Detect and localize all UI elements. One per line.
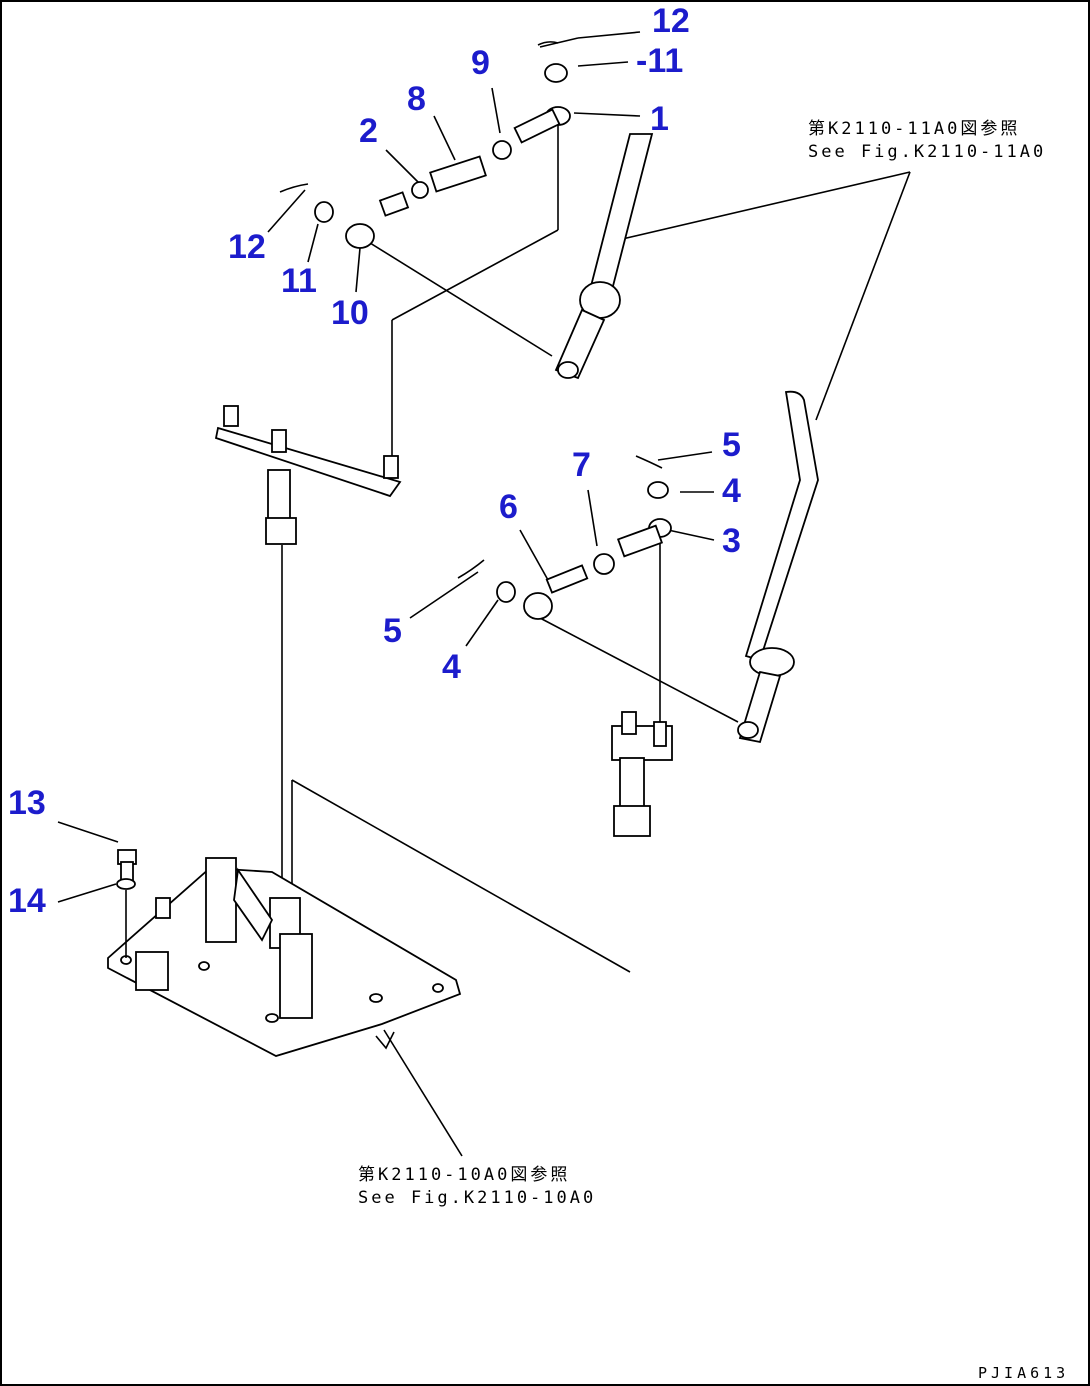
callout-4-left: 4 <box>442 648 461 686</box>
reference-upper-en: See Fig.K2110-11A0 <box>808 141 1047 162</box>
callout-5-left: 5 <box>383 612 402 650</box>
reference-upper-jp: 第K2110-11A0図参照 <box>808 119 1021 139</box>
upper-bellcrank <box>214 405 402 545</box>
callout-12-left: 12 <box>228 228 266 266</box>
callout-11-left: 11 <box>281 262 317 300</box>
callout-8: 8 <box>407 80 426 118</box>
upper-linkage <box>279 41 654 380</box>
reference-lower-en: See Fig.K2110-10A0 <box>358 1187 597 1208</box>
callout-9: 9 <box>471 44 490 82</box>
reference-lower: 第K2110-10A0図参照 See Fig.K2110-10A0 <box>358 1164 596 1210</box>
callout-2: 2 <box>359 112 378 150</box>
control-rod-lines <box>281 118 739 973</box>
callout-12-top: 12 <box>652 2 690 40</box>
drawing-code: PJIA613 <box>978 1364 1070 1382</box>
callout-14: 14 <box>8 882 46 920</box>
reference-upper: 第K2110-11A0図参照 See Fig.K2110-11A0 <box>808 118 1046 164</box>
callout-7: 7 <box>572 446 591 484</box>
callout-6: 6 <box>499 488 518 526</box>
callout-3: 3 <box>722 522 741 560</box>
callout-11-top: -11 <box>636 42 684 80</box>
lower-linkage <box>457 390 819 744</box>
callout-10: 10 <box>331 294 369 332</box>
callout-5-right: 5 <box>722 426 741 464</box>
reference-lower-jp: 第K2110-10A0図参照 <box>358 1165 571 1185</box>
callout-4-right: 4 <box>722 472 741 510</box>
leader-lines <box>57 31 911 1157</box>
callout-13: 13 <box>8 784 46 822</box>
callout-1: 1 <box>650 100 669 138</box>
base-plate <box>107 849 462 1057</box>
lower-bellcrank <box>611 711 673 837</box>
